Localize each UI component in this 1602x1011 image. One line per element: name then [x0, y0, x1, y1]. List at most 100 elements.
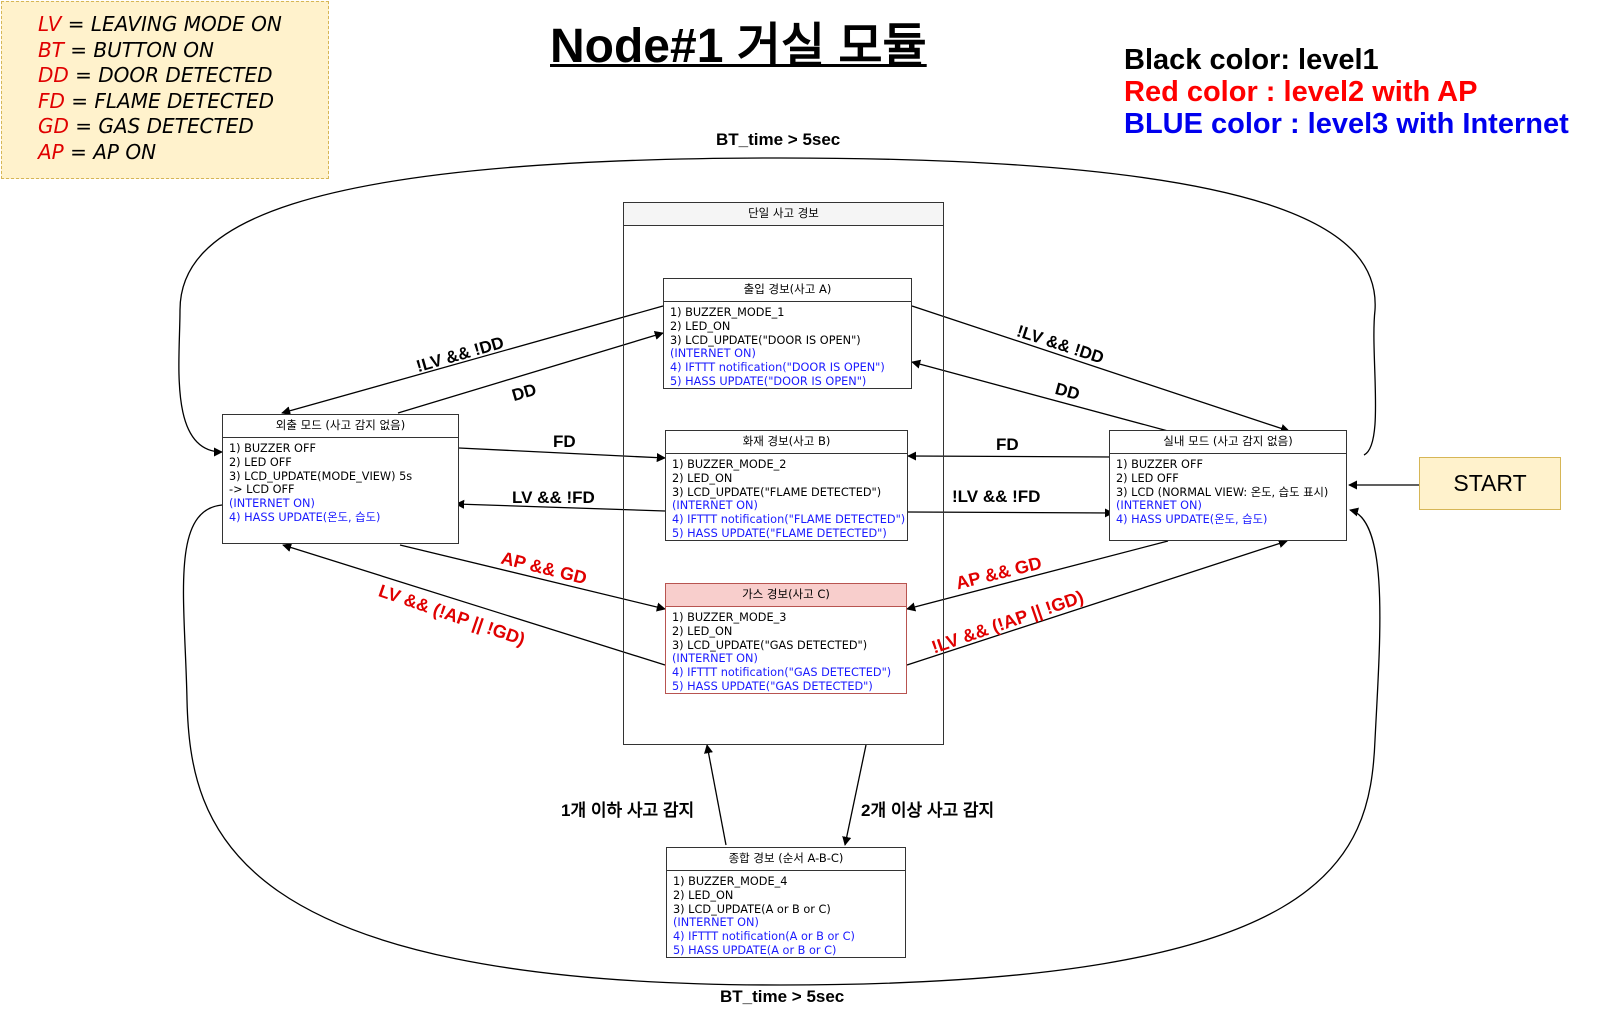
edge-combined-container [704, 744, 727, 846]
legend-item: FD = FLAME DETECTED [38, 89, 328, 115]
state-action-line: 3) LCD_UPDATE("FLAME DETECTED") [672, 485, 882, 499]
level1-note: Black color: level1 [1124, 44, 1379, 76]
state-action-line: 1) BUZZER OFF [229, 442, 316, 455]
state-action-line: 4) HASS UPDATE(온도, 습도) [1116, 513, 1268, 527]
legend-abbr: GD [38, 114, 69, 138]
state-door-title: 출입 경보(사고 A) [664, 279, 911, 302]
state-action-line: 5) HASS UPDATE("GAS DETECTED") [672, 679, 873, 693]
state-action-line: 1) BUZZER_MODE_2 [672, 458, 787, 471]
legend-item: DD = DOOR DETECTED [38, 63, 328, 89]
state-action-line: 5) HASS UPDATE(A or B or C) [673, 943, 837, 957]
state-combined-title: 종합 경보 (순서 A-B-C) [667, 848, 905, 871]
state-action-line: 2) LED_ON [673, 888, 734, 902]
state-action-line: 3) LCD_UPDATE("GAS DETECTED") [672, 638, 868, 652]
edge-fire-home [907, 508, 1114, 518]
state-action-line: (INTERNET ON) [672, 652, 758, 666]
label-bt-top: BT_time > 5sec [716, 130, 841, 149]
state-action-line: 1) BUZZER_MODE_4 [673, 875, 788, 888]
state-action-line: (INTERNET ON) [1116, 499, 1202, 513]
state-away-title: 외출 모드 (사고 감지 없음) [223, 415, 458, 438]
state-home-title: 실내 모드 (사고 감지 없음) [1110, 431, 1346, 454]
state-action-line: 2) LED_ON [672, 471, 733, 485]
legend-meaning: = DOOR DETECTED [68, 63, 273, 87]
legend-item: BT = BUTTON ON [38, 38, 328, 64]
edge-home-door [911, 359, 1169, 432]
state-action-line: 1) BUZZER OFF [1116, 458, 1203, 471]
edge-home-fire [907, 451, 1114, 461]
state-action-line: 5) HASS UPDATE("FLAME DETECTED") [672, 526, 887, 540]
label-to-combined: 2개 이상 사고 감지 [861, 801, 995, 820]
label-fire-away: LV && !FD [512, 488, 595, 507]
level-color-key: Black color: level1 Red color : level2 w… [1124, 44, 1569, 140]
edge-bt-bottom-loop [182, 504, 1381, 986]
state-action-line: 3) LCD_UPDATE(A or B or C) [673, 902, 831, 916]
state-action-line: 2) LED_ON [672, 624, 733, 638]
state-action-line: 4) IFTTT notification("DOOR IS OPEN") [670, 361, 885, 375]
state-action-line: -> LCD OFF [229, 483, 295, 497]
edge-door-away [281, 305, 664, 416]
label-away-fire: FD [553, 432, 576, 451]
legend-meaning: = LEAVING MODE ON [61, 12, 282, 36]
edge-away-door [397, 331, 664, 414]
edge-door-home [911, 305, 1290, 433]
legend-abbr: FD [38, 88, 65, 113]
legend-abbr: LV [38, 12, 62, 36]
edge-home-gas [906, 540, 1169, 612]
state-action-line: 4) IFTTT notification("FLAME DETECTED") [672, 513, 906, 527]
state-action-line: 4) IFTTT notification("GAS DETECTED") [672, 666, 892, 680]
page-title: Node#1 거실 모듈 [550, 20, 927, 73]
state-action-line: 2) LED OFF [229, 455, 292, 469]
state-action-line: (INTERNET ON) [670, 347, 756, 361]
state-action-line: (INTERNET ON) [229, 497, 315, 511]
edge-away-fire [458, 447, 666, 463]
state-action-line: 5) HASS UPDATE("DOOR IS OPEN") [670, 374, 867, 388]
edge-gas-home [906, 539, 1288, 666]
state-action-line: (INTERNET ON) [672, 499, 758, 513]
edge-gas-away [282, 543, 666, 666]
legend-item: LV = LEAVING MODE ON [38, 12, 328, 38]
level2-note: Red color : level2 with AP [1124, 76, 1478, 108]
legend-meaning: = GAS DETECTED [68, 114, 254, 138]
single-alarm-container-title: 단일 사고 경보 [624, 203, 943, 226]
legend-abbr: DD [38, 63, 69, 87]
state-action-line: 3) LCD (NORMAL VIEW: 온도, 습도 표시) [1116, 485, 1329, 499]
level3-note: BLUE color : level3 with Internet [1124, 108, 1569, 140]
state-action-line: (INTERNET ON) [673, 916, 759, 930]
state-action-line: 1) BUZZER_MODE_1 [670, 306, 785, 319]
single-alarm-container: 단일 사고 경보 [623, 202, 944, 745]
label-fire-home: !LV && !FD [952, 487, 1041, 506]
edge-fire-away [455, 499, 666, 512]
state-fire-title: 화재 경보(사고 B) [666, 431, 907, 454]
state-action-line: 1) BUZZER_MODE_3 [672, 611, 787, 624]
edge-container-combined [842, 744, 867, 846]
legend-item: GD = GAS DETECTED [38, 114, 328, 140]
state-action-line: 2) LED_ON [670, 319, 731, 333]
state-action-line: 3) LCD_UPDATE(MODE_VIEW) 5s [229, 469, 413, 483]
label-home-fire: FD [996, 435, 1019, 454]
state-action-line: 2) LED OFF [1116, 471, 1179, 485]
state-gas-title: 가스 경보(사고 C) [666, 584, 906, 607]
legend-abbr: AP [38, 139, 64, 164]
start-node: START [1419, 457, 1561, 510]
legend-item: AP = AP ON [38, 140, 328, 166]
state-action-line: 4) HASS UPDATE(온도, 습도) [229, 510, 381, 524]
legend-meaning: = BUTTON ON [63, 37, 214, 62]
label-to-container: 1개 이하 사고 감지 [561, 801, 695, 820]
legend-meaning: = AP ON [63, 139, 157, 164]
state-action-line: 4) IFTTT notification(A or B or C) [673, 930, 855, 944]
edge-bt-top-loop [178, 157, 1377, 457]
